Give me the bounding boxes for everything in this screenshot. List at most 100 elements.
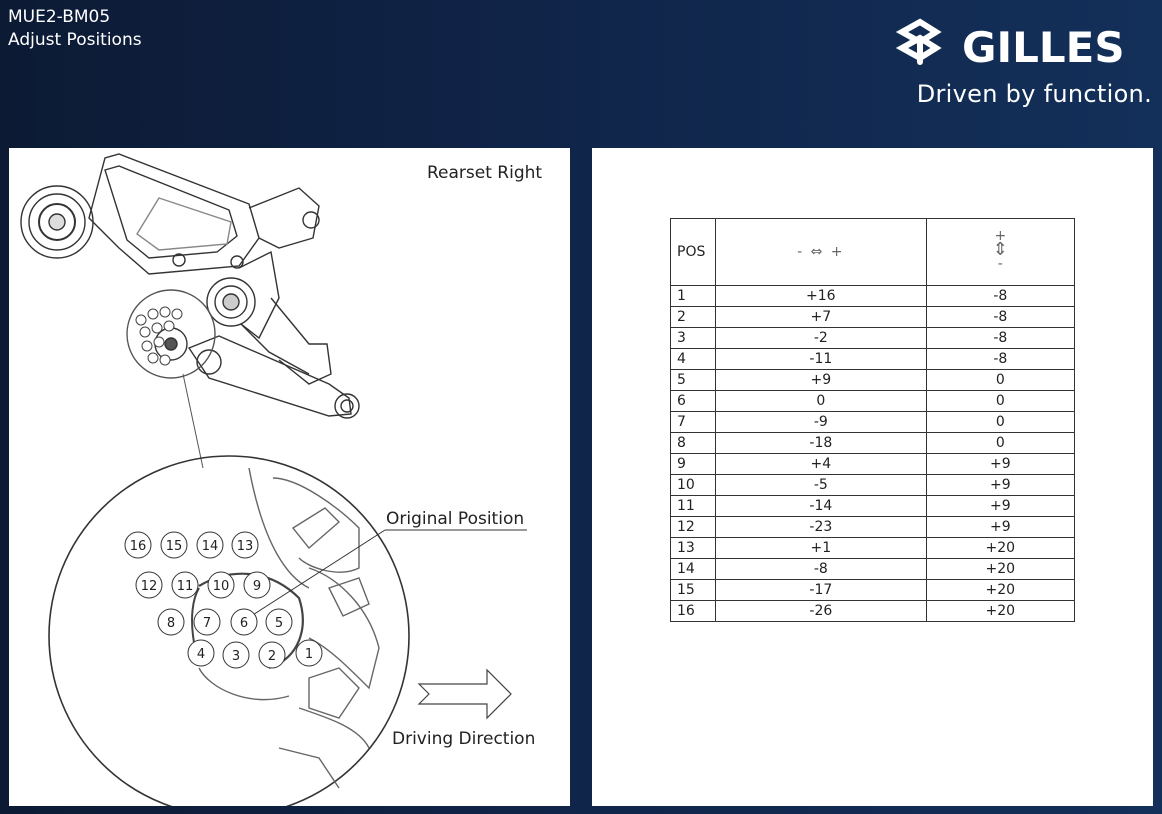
vertical-arrow: ⇕: [992, 239, 1008, 260]
vertical-column-header: + ⇕ -: [925, 218, 1076, 286]
original-position-label: Original Position: [386, 509, 525, 529]
svg-text:16: 16: [130, 539, 147, 554]
vertical-plus-sign: +: [994, 228, 1007, 244]
table-row: 11-14+9: [670, 495, 1076, 517]
svg-text:8: 8: [167, 616, 175, 631]
pos-cell: 6: [670, 390, 716, 412]
gilles-logo: GILLES: [895, 18, 1125, 72]
horizontal-cell: -2: [715, 327, 927, 349]
gilles-logo-mark-icon: [895, 18, 942, 65]
pos-cell: 4: [670, 348, 716, 370]
pos-cell: 15: [670, 579, 716, 601]
svg-text:3: 3: [232, 649, 240, 664]
pos-column-header: POS: [670, 218, 716, 286]
vertical-cell: 0: [925, 432, 1076, 454]
position-marker: 13: [231, 531, 259, 559]
pos-cell: 2: [670, 306, 716, 328]
vertical-cell: +9: [925, 474, 1076, 496]
position-marker: 16: [124, 531, 152, 559]
horizontal-cell: -5: [715, 474, 927, 496]
vertical-minus-sign: -: [997, 256, 1003, 272]
horizontal-cell: +16: [715, 285, 927, 307]
table-header-row: POS - ⇔ + + ⇕ -: [670, 218, 1076, 286]
svg-text:11: 11: [177, 579, 194, 594]
position-marker: 9: [243, 571, 271, 599]
position-marker: 12: [135, 571, 163, 599]
driving-direction-label: Driving Direction: [392, 729, 536, 749]
horizontal-cell: -8: [715, 558, 927, 580]
horizontal-cell: -23: [715, 516, 927, 538]
vertical-cell: 0: [925, 390, 1076, 412]
pos-cell: 10: [670, 474, 716, 496]
position-marker: 8: [157, 608, 185, 636]
table-row: 13+1+20: [670, 537, 1076, 559]
table-row: 2+7-8: [670, 306, 1076, 328]
header-title-block: MUE2-BM05 Adjust Positions: [8, 6, 142, 52]
svg-text:12: 12: [141, 579, 158, 594]
svg-text:6: 6: [240, 616, 248, 631]
pos-cell: 9: [670, 453, 716, 475]
position-marker: 1: [295, 639, 323, 667]
vertical-cell: +20: [925, 600, 1076, 622]
horizontal-cell: -9: [715, 411, 927, 433]
position-marker: 6: [230, 608, 258, 636]
vertical-arrows-icon: + ⇕ -: [992, 228, 1008, 272]
pos-cell: 11: [670, 495, 716, 517]
vertical-cell: -8: [925, 306, 1076, 328]
rearset-linework: [20, 153, 527, 806]
diagram-title: Rearset Right: [427, 163, 543, 183]
pos-cell: 16: [670, 600, 716, 622]
vertical-cell: -8: [925, 348, 1076, 370]
svg-text:1: 1: [305, 647, 313, 662]
table-row: 1+16-8: [670, 285, 1076, 307]
horizontal-arrows-icon: - ⇔ +: [797, 244, 845, 260]
pos-cell: 3: [670, 327, 716, 349]
svg-text:13: 13: [237, 539, 254, 554]
position-marker: 2: [258, 641, 286, 669]
horizontal-cell: +4: [715, 453, 927, 475]
horizontal-cell: -26: [715, 600, 927, 622]
horizontal-cell: +9: [715, 369, 927, 391]
svg-text:14: 14: [202, 539, 219, 554]
horizontal-cell: -17: [715, 579, 927, 601]
position-marker: 4: [187, 639, 215, 667]
position-marker: 10: [207, 571, 235, 599]
svg-text:4: 4: [197, 647, 205, 662]
brand-name: GILLES: [962, 23, 1125, 72]
vertical-cell: +9: [925, 516, 1076, 538]
position-marker: 7: [193, 608, 221, 636]
page-subtitle: Adjust Positions: [8, 30, 142, 50]
vertical-cell: +9: [925, 495, 1076, 517]
horizontal-column-header: - ⇔ +: [715, 218, 927, 286]
table-row: 10-5+9: [670, 474, 1076, 496]
pos-cell: 5: [670, 369, 716, 391]
position-marker: 5: [265, 608, 293, 636]
vertical-cell: 0: [925, 411, 1076, 433]
product-code: MUE2-BM05: [8, 7, 111, 27]
horizontal-cell: -11: [715, 348, 927, 370]
vertical-cell: +20: [925, 537, 1076, 559]
position-marker: 15: [160, 531, 188, 559]
table-row: 15-17+20: [670, 579, 1076, 601]
vertical-cell: +20: [925, 579, 1076, 601]
vertical-cell: 0: [925, 369, 1076, 391]
vertical-cell: +9: [925, 453, 1076, 475]
table-row: 14-8+20: [670, 558, 1076, 580]
pos-cell: 8: [670, 432, 716, 454]
diagram-panel: 1 2 3 4 5 6 7 8 9 10 11 12 13 14 15 16 R…: [9, 148, 570, 806]
table-row: 3-2-8: [670, 327, 1076, 349]
table-row: 12-23+9: [670, 516, 1076, 538]
position-marker: 14: [196, 531, 224, 559]
position-marker: 3: [222, 641, 250, 669]
svg-text:9: 9: [253, 579, 261, 594]
horizontal-cell: -18: [715, 432, 927, 454]
vertical-cell: +20: [925, 558, 1076, 580]
svg-text:7: 7: [203, 616, 211, 631]
svg-text:10: 10: [213, 579, 230, 594]
pos-cell: 7: [670, 411, 716, 433]
